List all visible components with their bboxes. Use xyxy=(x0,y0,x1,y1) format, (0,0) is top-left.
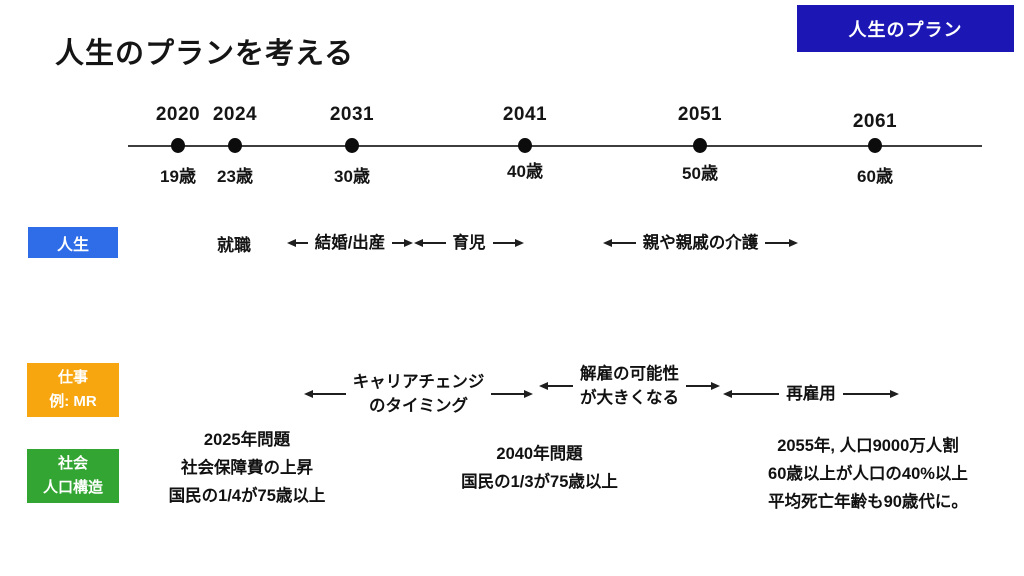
arrow-line xyxy=(842,393,890,395)
timeline-year: 2041 xyxy=(502,104,548,125)
arrow-left-icon xyxy=(304,390,313,398)
society-label-box: 社会 人口構造 xyxy=(27,449,119,503)
timeline-dot xyxy=(228,138,242,153)
note-line: 社会保障費の上昇 xyxy=(181,459,313,477)
note-2040: 2040年問題 国民の1/3が75歳以上 xyxy=(437,440,642,496)
note-line: 2055年, 人口9000万人割 xyxy=(777,437,959,455)
span-childcare: 育児 xyxy=(414,231,524,255)
timeline-year: 2020 xyxy=(155,104,201,125)
work-label: 仕事 xyxy=(57,369,88,386)
span-label: 再雇用 xyxy=(786,385,836,403)
note-line: 2040年問題 xyxy=(496,445,583,463)
arrow-left-icon xyxy=(723,390,732,398)
span-parent-care: 親や親戚の介護 xyxy=(603,231,798,255)
span-label: 解雇の可能性 が大きくなる xyxy=(573,362,686,410)
span-career-change: キャリアチェンジ のタイミング xyxy=(304,370,534,418)
timeline-point: 2041 40歳 xyxy=(475,104,575,188)
timeline-axis xyxy=(128,145,982,147)
span-label-line2: が大きくなる xyxy=(580,389,679,407)
span-reemployment: 再雇用 xyxy=(723,382,899,406)
timeline-age: 60歳 xyxy=(857,167,893,186)
timeline-year: 2051 xyxy=(677,104,723,125)
span-label: 親や親戚の介護 xyxy=(642,234,759,252)
work-sublabel: 例: MR xyxy=(49,393,97,410)
timeline-point: 2051 50歳 xyxy=(650,104,750,188)
arrow-line xyxy=(548,385,573,387)
timeline-dot xyxy=(345,138,359,153)
span-label: キャリアチェンジ のタイミング xyxy=(346,370,492,418)
span-marriage-birth: 結婚/出産 xyxy=(287,231,413,255)
timeline-age: 40歳 xyxy=(507,162,543,181)
arrow-line xyxy=(296,242,308,244)
span-label: 結婚/出産 xyxy=(314,234,386,252)
span-label-line2: のタイミング xyxy=(369,397,468,415)
arrow-left-icon xyxy=(414,239,423,247)
note-line: 国民の1/3が75歳以上 xyxy=(461,473,618,491)
span-layoff-risk: 解雇の可能性 が大きくなる xyxy=(539,362,720,410)
arrow-line xyxy=(732,393,780,395)
arrow-line xyxy=(612,242,636,244)
note-line: 60歳以上が人口の40%以上 xyxy=(768,465,968,483)
arrow-right-icon xyxy=(789,239,798,247)
timeline-age: 50歳 xyxy=(682,164,718,183)
timeline-age: 30歳 xyxy=(334,167,370,186)
timeline-point: 2020 19歳 xyxy=(128,104,228,188)
life-label-box: 人生 xyxy=(28,227,118,258)
timeline-point: 2061 60歳 xyxy=(825,104,925,188)
arrow-line xyxy=(765,242,789,244)
timeline-dot xyxy=(693,138,707,153)
arrow-line xyxy=(313,393,346,395)
arrow-right-icon xyxy=(890,390,899,398)
society-sublabel: 人口構造 xyxy=(42,479,103,496)
timeline-point: 2031 30歳 xyxy=(302,104,402,188)
note-2055: 2055年, 人口9000万人割 60歳以上が人口の40%以上 平均死亡年齢も9… xyxy=(750,432,986,516)
span-label-line1: キャリアチェンジ xyxy=(352,373,485,391)
arrow-line xyxy=(491,393,525,395)
note-line: 2025年問題 xyxy=(203,431,291,449)
timeline-dot xyxy=(868,138,882,153)
work-label-box: 仕事 例: MR xyxy=(27,363,119,417)
arrow-right-icon xyxy=(711,382,720,390)
note-2025: 2025年問題 社会保障費の上昇 国民の1/4が75歳以上 xyxy=(147,426,347,510)
arrow-right-icon xyxy=(524,390,534,398)
corner-tag: 人生のプラン xyxy=(797,5,1014,52)
timeline-point: 2024 23歳 xyxy=(185,104,285,188)
timeline-age: 19歳 xyxy=(160,167,196,186)
arrow-line xyxy=(392,242,404,244)
society-label: 社会 xyxy=(57,455,88,472)
span-label-line1: 解雇の可能性 xyxy=(580,365,679,383)
timeline-age: 23歳 xyxy=(217,167,253,186)
arrow-right-icon xyxy=(515,239,524,247)
note-line: 平均死亡年齢も90歳代に。 xyxy=(768,493,968,511)
life-label: 人生 xyxy=(56,236,89,254)
arrow-line xyxy=(686,385,711,387)
timeline-year: 2061 xyxy=(852,111,898,132)
span-label: 育児 xyxy=(452,234,486,252)
note-line: 国民の1/4が75歳以上 xyxy=(168,487,326,505)
timeline-year: 2024 xyxy=(212,104,258,125)
arrow-left-icon xyxy=(287,239,296,247)
life-milestone-employment: 就職 xyxy=(217,236,251,255)
timeline-dot xyxy=(518,138,532,153)
arrow-line xyxy=(423,242,446,244)
timeline-dot xyxy=(171,138,185,153)
arrow-left-icon xyxy=(603,239,612,247)
arrow-line xyxy=(492,242,515,244)
arrow-left-icon xyxy=(539,382,548,390)
slide-title: 人生のプランを考える xyxy=(55,38,355,70)
timeline-year: 2031 xyxy=(329,104,375,125)
arrow-right-icon xyxy=(404,239,413,247)
